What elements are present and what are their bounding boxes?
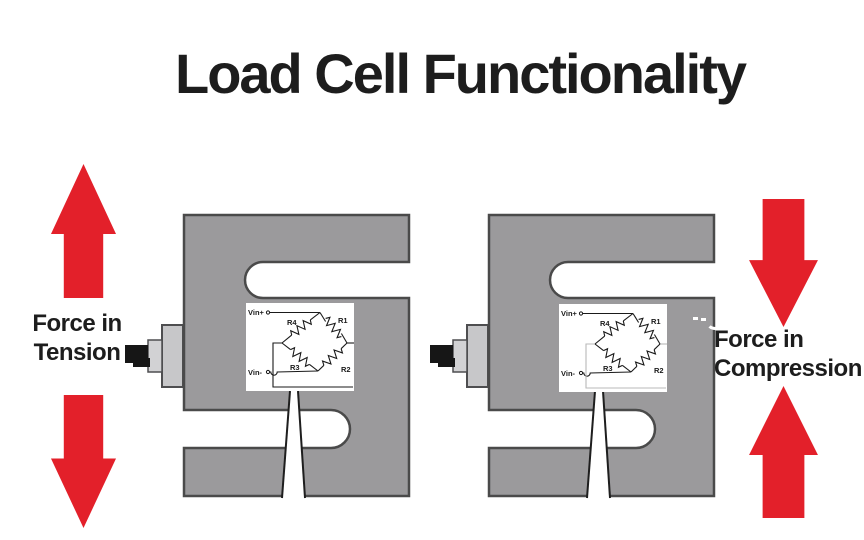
resistor-r2-zigzag (634, 349, 657, 367)
force-in-compression-line1: Force in (714, 326, 804, 353)
wheatstone-bridge: Vin+ Vin- R4 R1 R3 R2 (559, 304, 667, 392)
vin-minus-label: Vin- (248, 368, 263, 377)
page-title: Load Cell Functionality (174, 42, 747, 105)
arrow-up-icon (50, 164, 117, 298)
resistor-r1-zigzag (325, 316, 342, 339)
r2-label: R2 (341, 365, 351, 374)
resistor-r4-zigzag (602, 320, 626, 337)
vin-minus-terminal (578, 370, 584, 376)
resistor-r4-zigzag (289, 319, 313, 336)
arrow-down-icon (50, 395, 117, 528)
force-in-compression-line2: Compression (714, 355, 862, 382)
force-in-compression-label: Force in Compression (714, 325, 864, 383)
r1-label: R1 (651, 317, 661, 326)
r4-label: R4 (600, 319, 610, 328)
force-in-tension-line2: Tension (33, 339, 121, 366)
r3-label: R3 (603, 364, 613, 373)
bolt-connector (125, 324, 184, 388)
arrow-up-icon (748, 386, 819, 518)
vin-minus-label: Vin- (561, 369, 576, 378)
force-in-tension-label: Force in Tension (18, 309, 136, 367)
resistor-r2-zigzag (321, 348, 344, 366)
resistor-r3-zigzag (290, 346, 310, 368)
bolt-connector (430, 324, 489, 388)
artifact-dot (701, 318, 706, 321)
wheatstone-bridge: Vin+ Vin- R4 R1 R3 R2 (246, 303, 354, 391)
artifact-curve (706, 314, 724, 330)
r3-label: R3 (290, 363, 300, 372)
vin-plus-label: Vin+ (248, 308, 265, 317)
r1-label: R1 (338, 316, 348, 325)
vin-plus-label: Vin+ (561, 309, 578, 318)
load-cell-compression-drawing: Vin+ Vin- R4 R1 R3 R2 (430, 213, 716, 499)
vin-plus-terminal (578, 311, 584, 316)
resistor-r3-zigzag (603, 347, 623, 369)
load-cell-compression: Vin+ Vin- R4 R1 R3 R2 (426, 211, 718, 501)
load-cell-tension: Vin+ Vin- R4 R1 R3 R2 (121, 211, 413, 501)
resistor-r1-zigzag (638, 317, 655, 340)
load-cell-tension-drawing: Vin+ Vin- R4 R1 R3 R2 (125, 213, 411, 499)
r2-label: R2 (654, 366, 664, 375)
artifact-dot (693, 317, 698, 320)
arrow-down-icon (748, 199, 819, 327)
r4-label: R4 (287, 318, 297, 327)
force-in-tension-line1: Force in (32, 310, 122, 337)
